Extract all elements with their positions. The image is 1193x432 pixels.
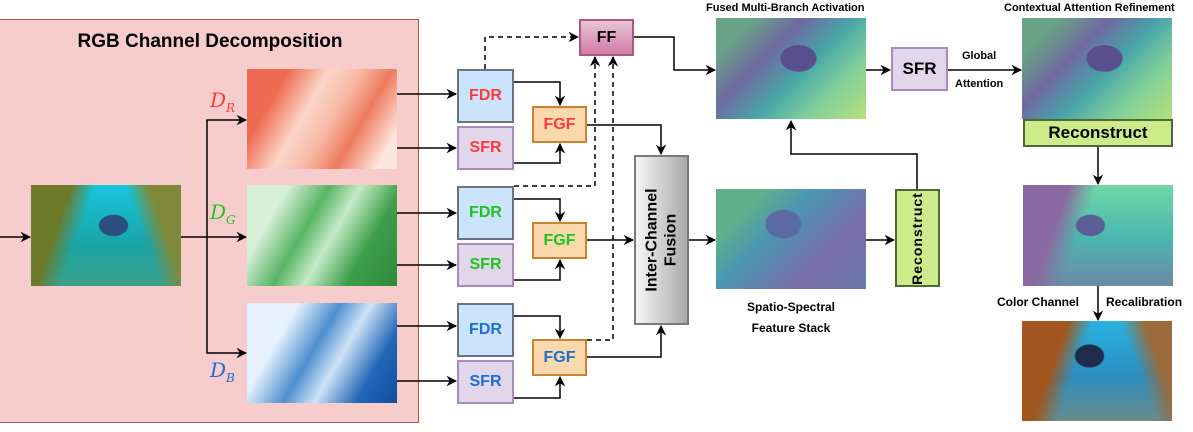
label-d-r: DR <box>210 88 235 115</box>
fdr-label: FDR <box>469 204 502 221</box>
label-d-g: DG <box>210 200 236 227</box>
reconstructed-image <box>1023 185 1173 286</box>
reconstruct-label: Reconstruct <box>909 191 925 285</box>
sfr-label: SFR <box>469 256 502 273</box>
dashed-red-ff <box>484 31 580 69</box>
subscript: B <box>226 371 235 385</box>
inter-channel-fusion-label: Inter-Channel Fusion <box>643 188 681 291</box>
contextual-attention-image <box>1022 18 1172 119</box>
subscript: G <box>226 213 236 227</box>
label-line-2: Fusion <box>662 213 680 267</box>
green-channel-image <box>247 185 397 286</box>
ff-block[interactable]: FF <box>579 19 634 56</box>
reconstruct-vertical-block[interactable]: Reconstruct <box>895 189 940 287</box>
arrow-red-fdr-fgf <box>514 81 566 107</box>
symbol: D <box>210 358 227 382</box>
arrow-blue-fdr-fgf <box>514 315 566 340</box>
fdr-label: FDR <box>469 321 502 338</box>
inter-channel-fusion-block[interactable]: Inter-Channel Fusion <box>634 155 689 325</box>
recalibration-left-label: Color Channel <box>997 295 1080 309</box>
arrow-reconstruct-fused <box>785 119 918 189</box>
fgf-label: FGF <box>543 115 576 133</box>
arrow-green-sfr-fgf <box>514 258 566 281</box>
subscript: R <box>226 101 236 115</box>
arrow-blue-fgf-icf <box>587 324 667 358</box>
caption-line-1: Spatio-Spectral <box>746 300 836 314</box>
sfr-red-block[interactable]: SFR <box>457 126 514 170</box>
panel-title: RGB Channel Decomposition <box>77 31 343 52</box>
sfr-label: SFR <box>902 59 937 78</box>
fgf-label: FGF <box>543 348 576 366</box>
sfr-label: SFR <box>469 373 502 390</box>
fdr-red-block[interactable]: FDR <box>457 69 514 123</box>
arrow-green-fdr-fgf <box>514 198 566 223</box>
ff-label: FF <box>596 28 617 46</box>
fgf-label: FGF <box>543 231 576 249</box>
fdr-label: FDR <box>469 87 502 104</box>
final-output-image <box>1022 321 1172 421</box>
fdr-green-block[interactable]: FDR <box>457 186 514 240</box>
sfr-global-block[interactable]: SFR <box>891 47 948 91</box>
edge-label-attention: Attention <box>955 78 1004 90</box>
fgf-red-block[interactable]: FGF <box>532 106 587 143</box>
symbol: D <box>210 200 227 224</box>
caption-line-2: Feature Stack <box>751 321 831 335</box>
reconstruct-label: Reconstruct <box>1048 123 1148 142</box>
blue-channel-image <box>247 303 397 403</box>
fdr-blue-block[interactable]: FDR <box>457 303 514 357</box>
label-d-b: DB <box>210 358 235 385</box>
sfr-green-block[interactable]: SFR <box>457 243 514 287</box>
fgf-green-block[interactable]: FGF <box>532 222 587 259</box>
arrow-red-sfr-fgf <box>514 142 566 164</box>
contextual-caption: Contextual Attention Refinement <box>1004 2 1175 14</box>
fgf-blue-block[interactable]: FGF <box>532 339 587 376</box>
red-channel-image <box>247 69 397 169</box>
edge-label-global: Global <box>962 50 997 62</box>
recalibration-right-label: Recalibration <box>1106 295 1183 309</box>
spatio-spectral-image <box>716 189 866 289</box>
input-image <box>31 185 181 286</box>
sfr-blue-block[interactable]: SFR <box>457 360 514 404</box>
fused-caption: Fused Multi-Branch Activation <box>706 2 865 14</box>
arrow-blue-sfr-fgf <box>514 375 566 399</box>
arrow-red-fgf-icf <box>587 124 667 156</box>
symbol: D <box>210 88 227 112</box>
arrow-ff-fused <box>634 36 717 76</box>
fused-activation-image <box>716 18 866 119</box>
label-line-1: Inter-Channel <box>643 188 661 292</box>
reconstruct-horizontal-block[interactable]: Reconstruct <box>1023 119 1173 147</box>
sfr-label: SFR <box>469 139 502 156</box>
dashed-blue-ff <box>587 55 619 341</box>
spatio-caption: Spatio-Spectral Feature Stack <box>716 297 866 339</box>
